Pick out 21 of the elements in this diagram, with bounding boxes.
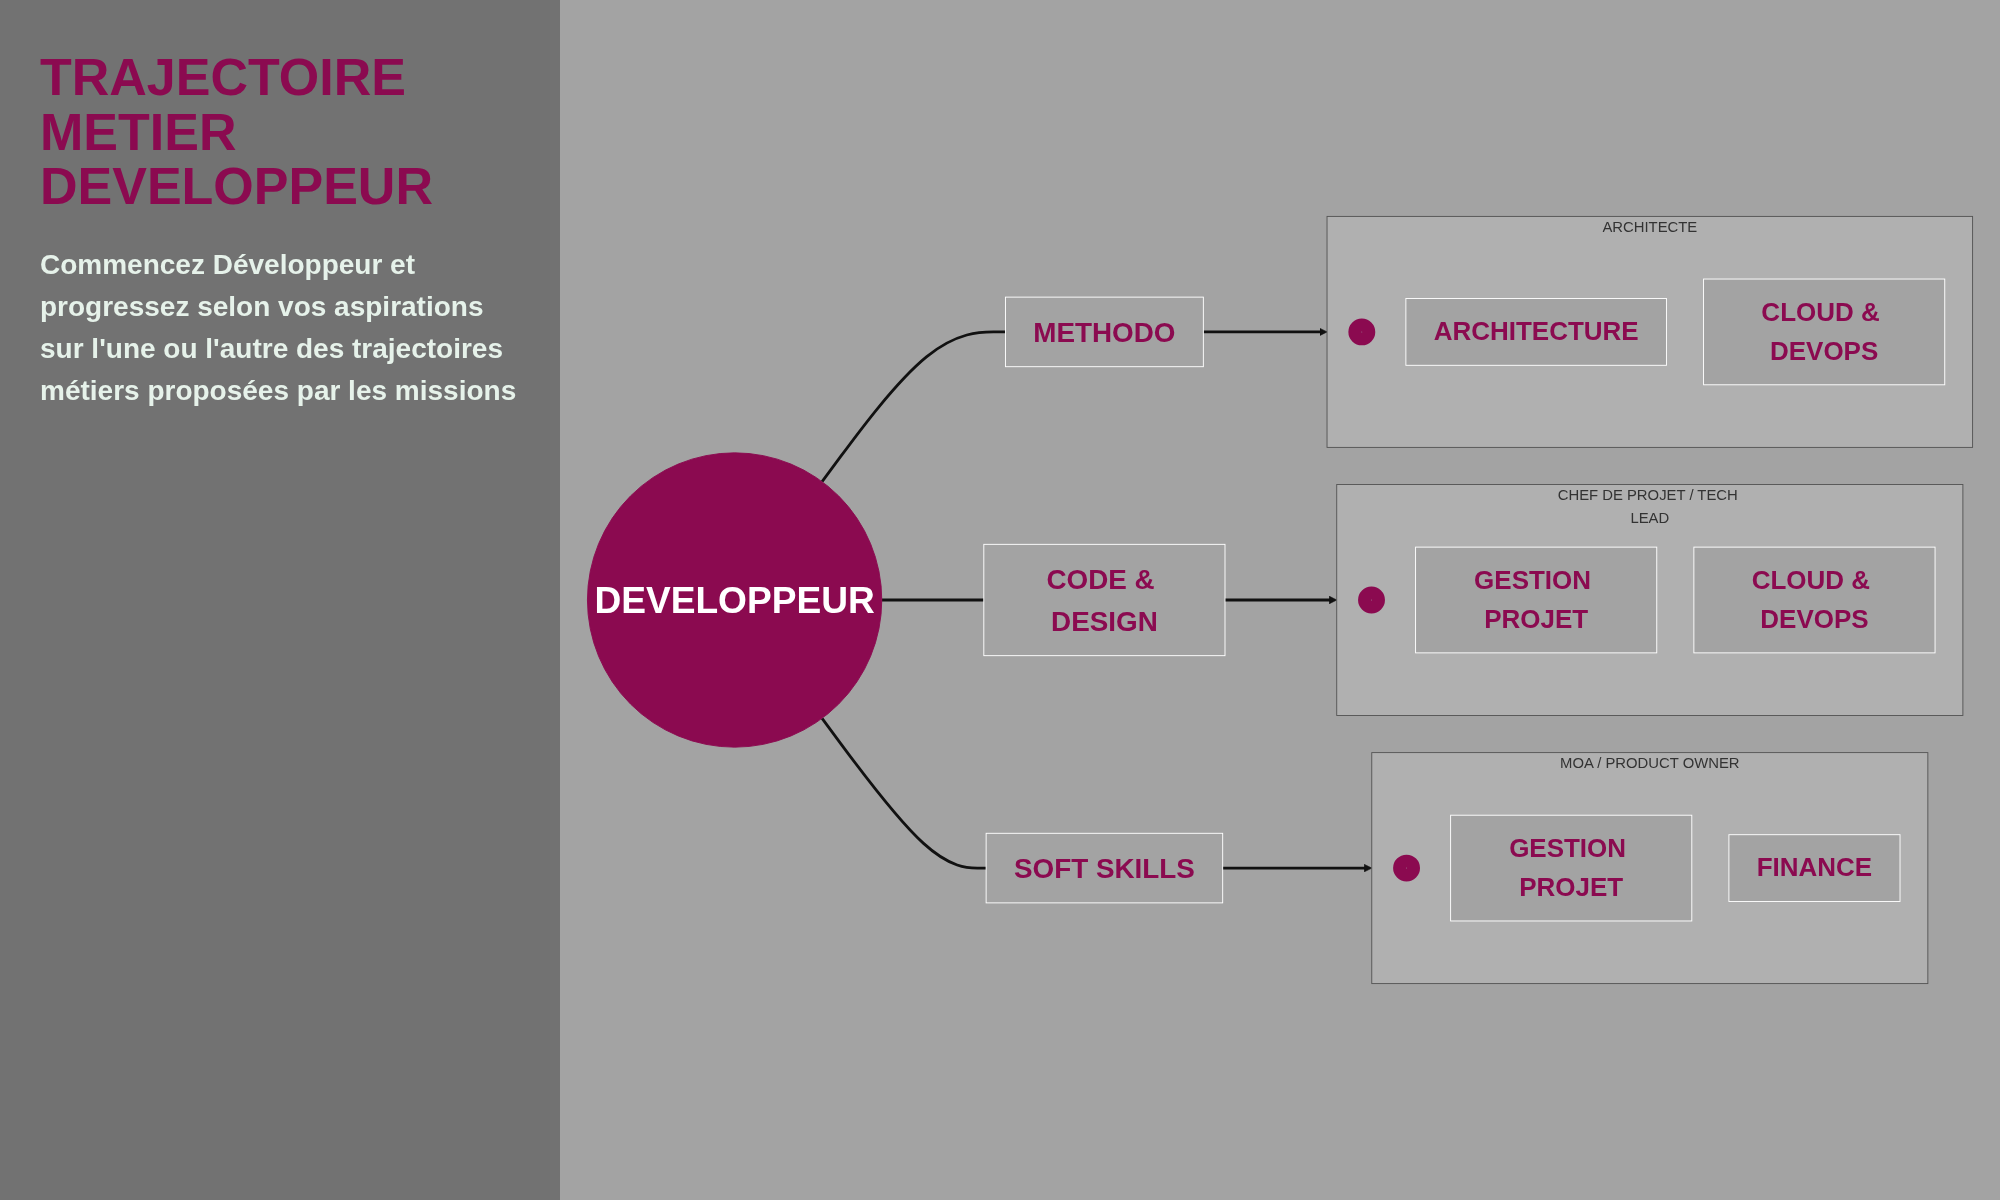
node-box: CLOUD & DEVOPS [1693,546,1936,654]
node-box: FINANCE [1728,834,1901,902]
arrow [1222,864,1373,873]
title: TRAJECTOIRE METIER DEVELOPPEUR [40,50,434,214]
arrow [1225,595,1338,605]
arrow [1203,327,1328,336]
connector [881,598,984,602]
connector [820,330,1006,483]
node-box: METHODO [1005,296,1204,368]
node-box: GESTION PROJET [1415,546,1658,654]
node-circle [1393,854,1420,882]
node-box: CODE & DESIGN [983,543,1226,657]
node-circle: DEVELOPPEUR [586,452,883,748]
node-circle [1358,586,1385,614]
node-box: GESTION PROJET [1450,814,1693,922]
connector [820,717,987,870]
node-box: ARCHITECTURE [1405,298,1667,366]
description-text: Commencez Développeur et progressez selon vos aspirations sur l'une ou l'autre des trajectoires métiers proposées par les missions [40,247,518,408]
node-circle [1348,318,1376,346]
node-box: SOFT SKILLS [985,832,1224,904]
node-box: CLOUD & DEVOPS [1703,278,1946,386]
